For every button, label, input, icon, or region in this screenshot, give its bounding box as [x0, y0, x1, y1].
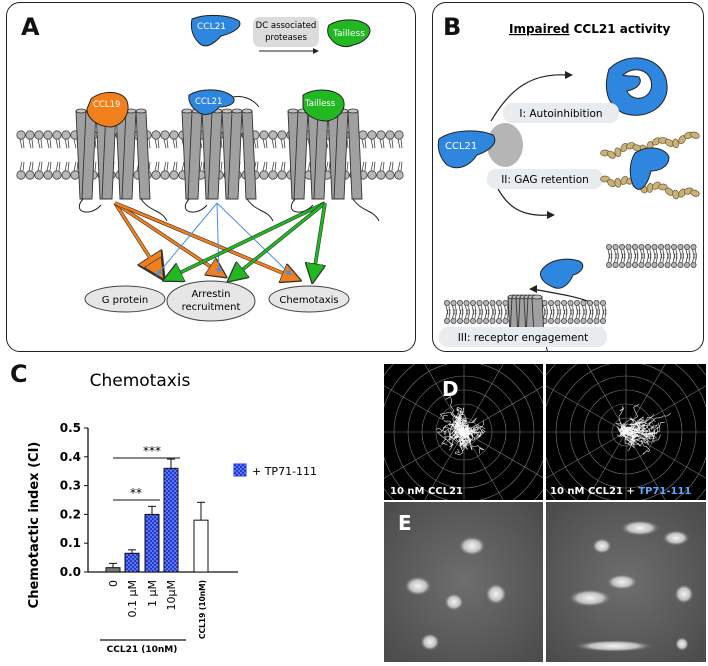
y-tick-label: 0.4: [60, 450, 81, 464]
tailless-bound-label: Tailless: [304, 99, 336, 109]
free-ccl21-shape: [540, 258, 584, 289]
panel-e-images: E: [384, 502, 706, 662]
mech-2-label: II: GAG retention: [501, 174, 589, 186]
mech-2-box: [487, 169, 603, 189]
y-tick-label: 0.0: [60, 565, 81, 579]
right-caption-highlight: TP71-111: [638, 486, 691, 497]
ccl21-central-label: CCL21: [445, 141, 477, 152]
legend-swatch: [233, 463, 247, 477]
ccl21-central-shape: [437, 130, 496, 169]
svg-text:10 nM CCL21 + TP71-111: 10 nM CCL21 + TP71-111: [550, 486, 691, 497]
chemotaxis-node: [268, 285, 350, 313]
bar: [144, 513, 160, 573]
panel-b-diagram: Impaired CCL21 activity CCL21 I: Autoinh…: [437, 22, 700, 352]
binding-site-ellipse: [487, 123, 523, 167]
mech-3-box: [439, 327, 607, 347]
x-tick-label: CCL19 (10nM): [198, 580, 207, 639]
x-tick-label: 0: [107, 580, 120, 587]
bar: [163, 467, 179, 573]
protease-label-line2: proteases: [265, 33, 307, 43]
cell-micrographs: E: [384, 502, 706, 662]
significance-label: **: [130, 486, 142, 500]
chemotaxis-label: Chemotaxis: [279, 295, 338, 306]
panel-d-images: D 10 nM CCL21 10 nM CCL21 + TP71-111: [384, 364, 706, 500]
svg-text:Impaired CCL21 activity: Impaired CCL21 activity: [509, 22, 670, 36]
panel-b: B Impaired CCL21 activity CCL21 I: Autoi…: [432, 2, 704, 352]
tailless-ligand-label: Tailless: [332, 29, 365, 39]
y-tick-label: 0.1: [60, 536, 81, 550]
left-caption: 10 nM CCL21: [390, 486, 463, 497]
right-caption-prefix: 10 nM CCL21 +: [550, 486, 638, 497]
panel-d-label: D: [442, 377, 459, 401]
panel-e-label: E: [398, 511, 412, 535]
arrestin-label-1: Arrestin: [191, 289, 230, 300]
legend-label: + TP71-111: [252, 465, 317, 478]
panel-a: A CCL21 DC associated proteases Tailless…: [6, 2, 416, 352]
y-tick-label: 0.5: [60, 421, 81, 435]
arrow-to-autoinhibition: [490, 74, 568, 122]
tracking-plots: D 10 nM CCL21 10 nM CCL21 + TP71-111: [384, 364, 706, 500]
panel-a-diagram: CCL21 DC associated proteases Tailless C…: [16, 14, 404, 322]
gag-bound-ccl21: [629, 147, 670, 190]
y-tick-label: 0.3: [60, 479, 81, 493]
chart-title: Chemotaxis: [90, 371, 191, 391]
x-tick-label: 1 µM: [146, 580, 159, 607]
ccl21-ligand-label: CCL21: [197, 22, 226, 32]
ccl21-ligand-shape: [190, 14, 241, 47]
arrestin-node: [166, 280, 256, 322]
g-protein-node: [84, 285, 166, 313]
significance-label: ***: [143, 444, 161, 458]
ccl21-bound-ligand: [188, 89, 235, 115]
protease-label-line1: DC associated: [256, 21, 317, 31]
x-tick-label: 0.1 µM: [126, 580, 139, 617]
panel-c-label: C: [10, 360, 28, 388]
gag-membrane: [605, 243, 697, 268]
chemotaxis-chart: Chemotaxis Chemotactic index (CI) 0.0 0.1…: [27, 371, 317, 655]
ccl19-bound-label: CCL19: [93, 100, 120, 110]
ccl19-signal-arrows: [113, 201, 297, 279]
receptor-iii: [507, 294, 548, 352]
cells-left: [404, 536, 507, 651]
y-tick-label: 0.2: [60, 507, 81, 521]
tailless-signal-arrows: [167, 201, 327, 279]
tailless-ligand-shape: [327, 19, 371, 48]
bar: [124, 552, 140, 573]
ccl21-signal-arrows: [156, 202, 292, 276]
mech-1-box: [503, 103, 619, 123]
tailless-bound-ligand: [302, 89, 345, 122]
protease-box: [253, 17, 319, 47]
panel-b-title-rest: CCL21 activity: [569, 22, 670, 36]
ccl19-bound-ligand: [86, 92, 129, 128]
track-plot-right: [546, 364, 706, 500]
track-plot-left: [384, 364, 543, 500]
bar: [105, 567, 121, 573]
panel-b-title-underlined: Impaired: [509, 22, 569, 36]
y-axis-label: Chemotactic index (CI): [27, 442, 42, 609]
cells-right: [568, 520, 694, 652]
receptors: [75, 108, 380, 222]
panel-b-label: B: [443, 13, 462, 41]
bar: [193, 519, 209, 573]
x-tick-label: 10µM: [165, 580, 178, 611]
ccl21-bound-label: CCL21: [195, 97, 222, 107]
g-protein-label: G protein: [102, 295, 148, 306]
mech-1-label: I: Autoinhibition: [519, 108, 602, 120]
mech-3-label: III: receptor engagement: [458, 332, 589, 344]
group-label: CCL21 (10nM): [107, 645, 178, 655]
panel-a-label: A: [21, 13, 40, 41]
arrestin-label-2: recruitment: [182, 302, 241, 313]
